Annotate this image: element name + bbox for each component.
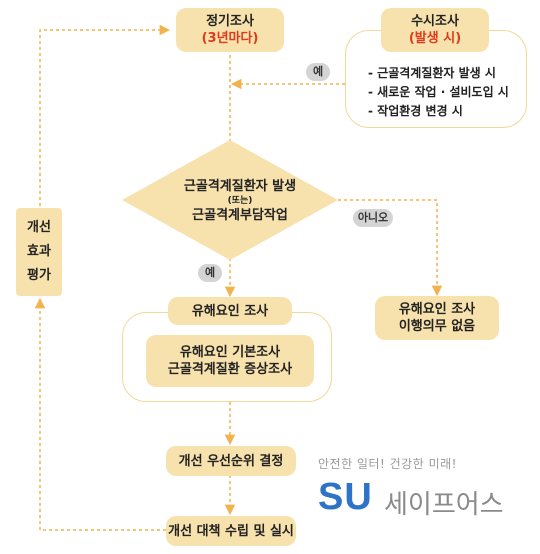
evaluation-line: 평가	[27, 268, 51, 283]
occasional-trigger-list: - 근골격계질환자 발생 시 - 새로운 작업 · 설비도입 시 - 작업환경 …	[368, 64, 509, 121]
hazard-survey-title-box: 유해요인 조사	[168, 297, 292, 325]
occasional-survey-box: 수시조사 (발생 시)	[381, 8, 489, 52]
evaluation-line: 개선	[27, 220, 51, 235]
no-obligation-line1: 유해요인 조사	[398, 302, 476, 317]
regular-survey-title: 정기조사	[206, 14, 254, 29]
label-yes: 예	[198, 264, 222, 282]
no-obligation-line2: 이행의무 없음	[398, 319, 476, 334]
arrow-no	[338, 199, 443, 297]
trigger-item: - 근골격계질환자 발생 시	[368, 66, 496, 80]
measures-label: 개선 대책 수립 및 실시	[168, 523, 294, 539]
regular-survey-period: (3년마다)	[201, 31, 259, 46]
brand-logo: SU	[318, 476, 373, 518]
occasional-survey-title: 수시조사	[411, 14, 459, 29]
decision-text: 근골격계질환자 발생 (또는) 근골격계부담작업	[125, 178, 355, 225]
decision-diamond	[122, 140, 338, 260]
regular-survey-box: 정기조사 (3년마다)	[176, 8, 284, 52]
trigger-item: - 작업환경 변경 시	[368, 104, 463, 118]
decision-line3: 근골격계부담작업	[192, 208, 288, 223]
brand-name: 세이프어스	[384, 490, 504, 520]
occasional-survey-condition: (발생 시)	[408, 31, 462, 46]
arrow-eval-to-regular	[39, 24, 171, 206]
hazard-survey-inner-line2: 근골격계질환 증상조사	[167, 362, 293, 377]
decision-line1: 근골격계질환자 발생	[183, 179, 297, 194]
arrow-measures-to-eval	[34, 297, 166, 531]
decision-line2: (또는)	[227, 196, 253, 206]
label-yes-top: 예	[306, 63, 330, 81]
trigger-item: - 새로운 작업 · 설비도입 시	[368, 85, 509, 99]
evaluation-line: 효과	[27, 244, 51, 259]
no-obligation-box: 유해요인 조사 이행의무 없음	[375, 296, 499, 340]
hazard-survey-detail-box: 유해요인 기본조사 근골격계질환 증상조사	[146, 335, 314, 387]
measures-box: 개선 대책 수립 및 실시	[166, 516, 296, 546]
hazard-survey-inner-line1: 유해요인 기본조사	[179, 345, 281, 360]
evaluation-box: 개선 효과 평가	[16, 208, 62, 296]
hazard-survey-title: 유해요인 조사	[191, 303, 269, 319]
priority-box: 개선 우선순위 결정	[166, 446, 296, 476]
brand-tagline: 안전한 일터! 건강한 미래!	[318, 457, 457, 471]
label-no: 아니오	[353, 209, 393, 227]
priority-label: 개선 우선순위 결정	[178, 453, 284, 469]
